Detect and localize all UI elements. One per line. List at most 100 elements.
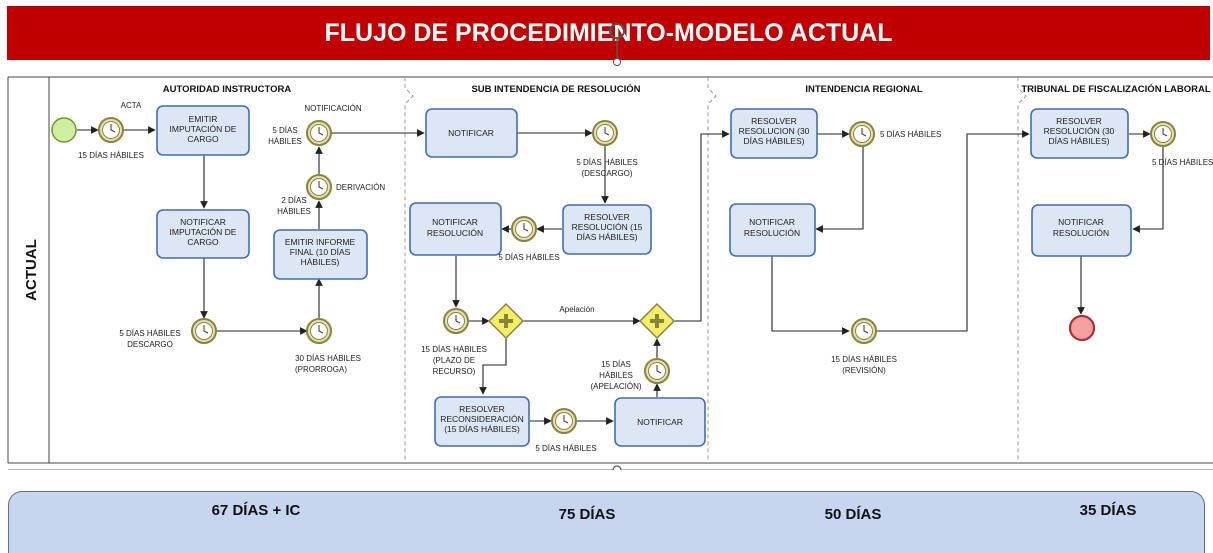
timer-descargo-sub-icon	[592, 120, 618, 146]
lane-separator-2	[707, 77, 717, 463]
task-line: NOTIFICAR	[637, 417, 683, 427]
task-line: RESOLUCIÓN	[1053, 228, 1109, 238]
flow-timer-to-notificar-regional	[815, 147, 864, 233]
end-event[interactable]	[1068, 314, 1096, 342]
task-notificar-sub[interactable]: NOTIFICAR	[425, 108, 518, 158]
task-line: NOTIFICAR	[1058, 217, 1104, 227]
task-line: DÍAS HÁBILES)	[1049, 136, 1110, 146]
label-descargo-sub: 5 DÍAS HÁBILES(DESCARGO)	[576, 158, 637, 178]
summary-sub-intendencia: 75 DÍAS	[558, 506, 616, 523]
flow-revision-to-tribunal	[877, 130, 1030, 332]
label-apelacion: Apelación	[559, 305, 594, 314]
task-line: RESOLUCIÓN (15	[572, 222, 643, 232]
task-line: IMPUTACIÓN DE	[170, 124, 237, 134]
flow-gateway-to-reconsideracion	[479, 338, 507, 395]
timer-cinco-tribunal-icon	[1150, 121, 1176, 147]
timer-cinco-regional-icon	[849, 121, 875, 147]
task-line: DÍAS HÁBILES)	[744, 136, 805, 146]
pool-label: ACTUAL	[23, 239, 40, 301]
gateway-plazo-recurso[interactable]	[487, 302, 525, 340]
label-cinco-tribunal: 5 DÍAS HÁBILES	[1152, 158, 1213, 167]
task-line: NOTIFICAR	[180, 217, 226, 227]
lane-title-tribunal: TRIBUNAL DE FISCALIZACIÓN LABORAL	[1021, 83, 1210, 95]
task-line: RESOLVER	[1056, 116, 1102, 126]
task-line: HÁBILES)	[301, 257, 340, 267]
task-line: (15 DÍAS HÁBILES)	[444, 424, 520, 434]
task-line: IMPUTACIÓN DE	[170, 227, 237, 237]
selection-handle-bottom[interactable]	[612, 465, 622, 470]
flow-notificar-regional-to-revision	[771, 256, 850, 335]
label-cinco-recon: 5 DÍAS HÁBILES	[535, 444, 596, 453]
timer-notificacion-icon	[306, 120, 332, 146]
svg-text:NOTIFICAR: NOTIFICAR	[448, 128, 494, 138]
selection-handle-top[interactable]	[609, 23, 625, 39]
process-diagram: ACTUAL AUTORIDAD INSTRUCTORA SUB INTENDE…	[7, 23, 1213, 470]
plus-icon	[499, 314, 513, 328]
task-line: RESOLUCION (30	[739, 126, 810, 136]
lane-title-autoridad: AUTORIDAD INSTRUCTORA	[163, 84, 292, 95]
task-line: RESOLVER	[459, 404, 505, 414]
summary-intendencia-regional: 50 DÍAS	[824, 506, 882, 523]
label-notificacion: NOTIFICACIÓN	[304, 104, 362, 113]
task-line: RESOLUCIÓN (30	[1044, 126, 1115, 136]
task-line: RESOLUCIÓN	[427, 228, 483, 238]
label-prorroga: 30 DÍAS HÁBILES(PRORROGA)	[295, 354, 361, 374]
summary-panel: 67 DÍAS + IC 75 DÍAS 50 DÍAS 35 DÍAS	[8, 491, 1205, 553]
lane-title-sub-intendencia: SUB INTENDENCIA DE RESOLUCIÓN	[471, 83, 640, 95]
task-notificar-reconsideracion[interactable]: NOTIFICAR	[614, 397, 706, 447]
selection-handle-dot[interactable]	[613, 58, 621, 66]
timer-descargo-ai-icon	[191, 318, 217, 344]
summary-autoridad: 67 DÍAS + IC	[211, 502, 301, 519]
label-cinco-regional: 5 DÍAS HÁBILES	[880, 130, 941, 139]
label-cinco-sub: 5 DÍAS HÁBILES	[498, 253, 559, 262]
page-title: FLUJO DE PROCEDIMIENTO-MODELO ACTUAL	[324, 19, 893, 47]
gateway-apelacion[interactable]	[638, 302, 676, 340]
flow-gateway2-to-regional	[674, 130, 730, 322]
plus-icon	[650, 314, 664, 328]
task-line: RESOLVER	[584, 212, 630, 222]
timer-derivacion-icon	[306, 174, 332, 200]
lane-separator-1	[404, 77, 414, 463]
label-revision: 15 DÍAS HÁBILES(REVISIÓN)	[831, 355, 897, 375]
task-line: EMITIR INFORME	[285, 237, 356, 247]
summary-tribunal: 35 DÍAS	[1079, 502, 1137, 519]
timer-prorroga-icon	[306, 318, 332, 344]
task-line: CARGO	[187, 237, 219, 247]
timer-events	[98, 117, 1176, 434]
start-event[interactable]	[51, 117, 77, 143]
task-line: NOTIFICAR	[448, 128, 494, 138]
task-line: CARGO	[187, 134, 219, 144]
timer-acta-icon	[98, 117, 124, 143]
task-line: DÍAS HÁBILES)	[577, 232, 638, 242]
task-line: RECONSIDERACIÓN	[440, 414, 524, 424]
task-line: NOTIFICAR	[749, 217, 795, 227]
label-quince-habiles: 15 DÍAS HÁBILES	[78, 151, 144, 160]
task-line: EMITIR	[189, 114, 218, 124]
sequence-flows	[77, 126, 1164, 425]
task-line: RESOLUCIÓN	[744, 228, 800, 238]
